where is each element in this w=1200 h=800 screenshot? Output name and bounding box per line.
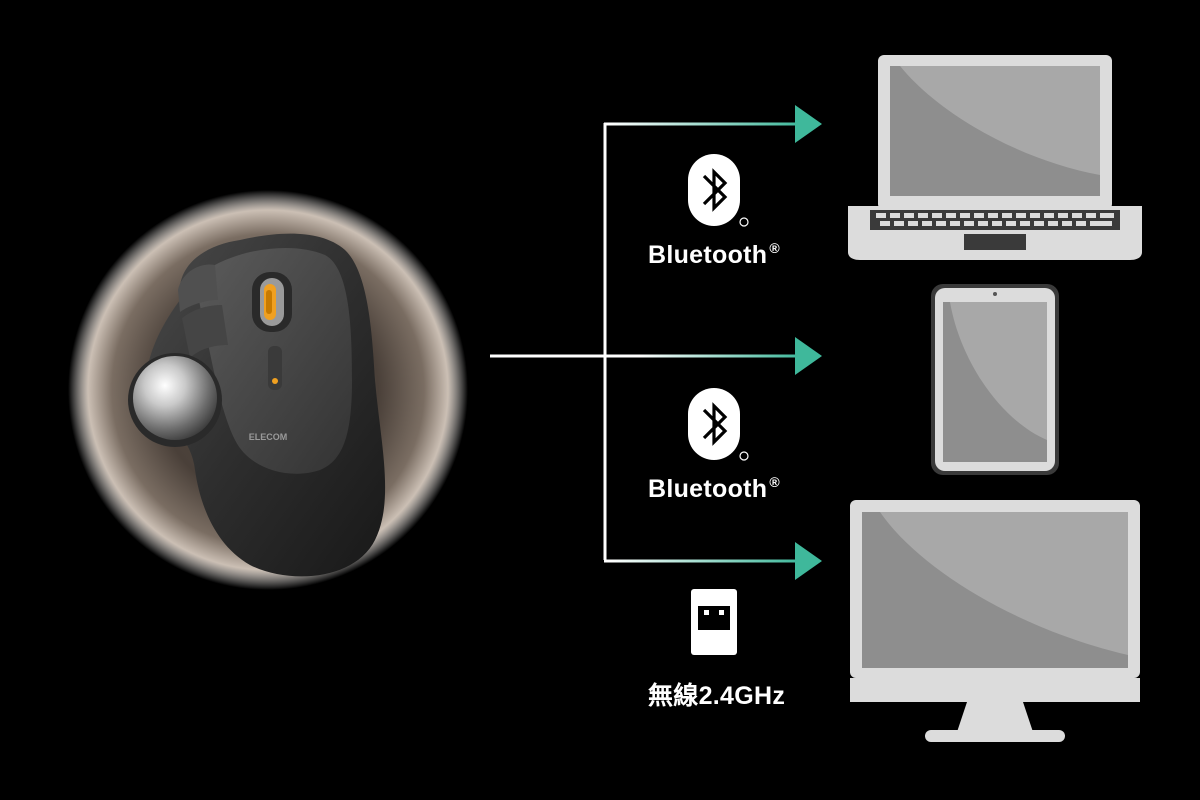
bluetooth-icon <box>688 388 749 461</box>
connection-lines <box>490 123 640 560</box>
connection-label-bluetooth-1: Bluetooth® <box>648 240 780 270</box>
desktop-monitor-icon <box>850 500 1140 742</box>
arrow-to-desktop <box>604 542 822 580</box>
connection-label-wireless-2-4ghz: 無線2.4GHz <box>648 676 785 712</box>
registered-mark: ® <box>769 474 780 490</box>
tablet-icon <box>931 284 1059 475</box>
connection-label-text: 無線2.4GHz <box>648 682 786 710</box>
trackball-mouse-image: ELECOM <box>128 233 386 577</box>
arrow-to-laptop <box>604 105 822 143</box>
connection-label-text: Bluetooth <box>648 475 768 503</box>
arrow-to-tablet <box>620 337 822 375</box>
usb-receiver-icon <box>691 589 737 655</box>
trackball-ball <box>133 356 217 440</box>
connection-label-bluetooth-2: Bluetooth® <box>648 474 780 504</box>
brand-logo: ELECOM <box>249 432 288 442</box>
laptop-icon <box>848 55 1142 260</box>
connection-label-text: Bluetooth <box>648 241 768 269</box>
registered-mark: ® <box>769 240 780 256</box>
bluetooth-icon <box>688 154 749 227</box>
